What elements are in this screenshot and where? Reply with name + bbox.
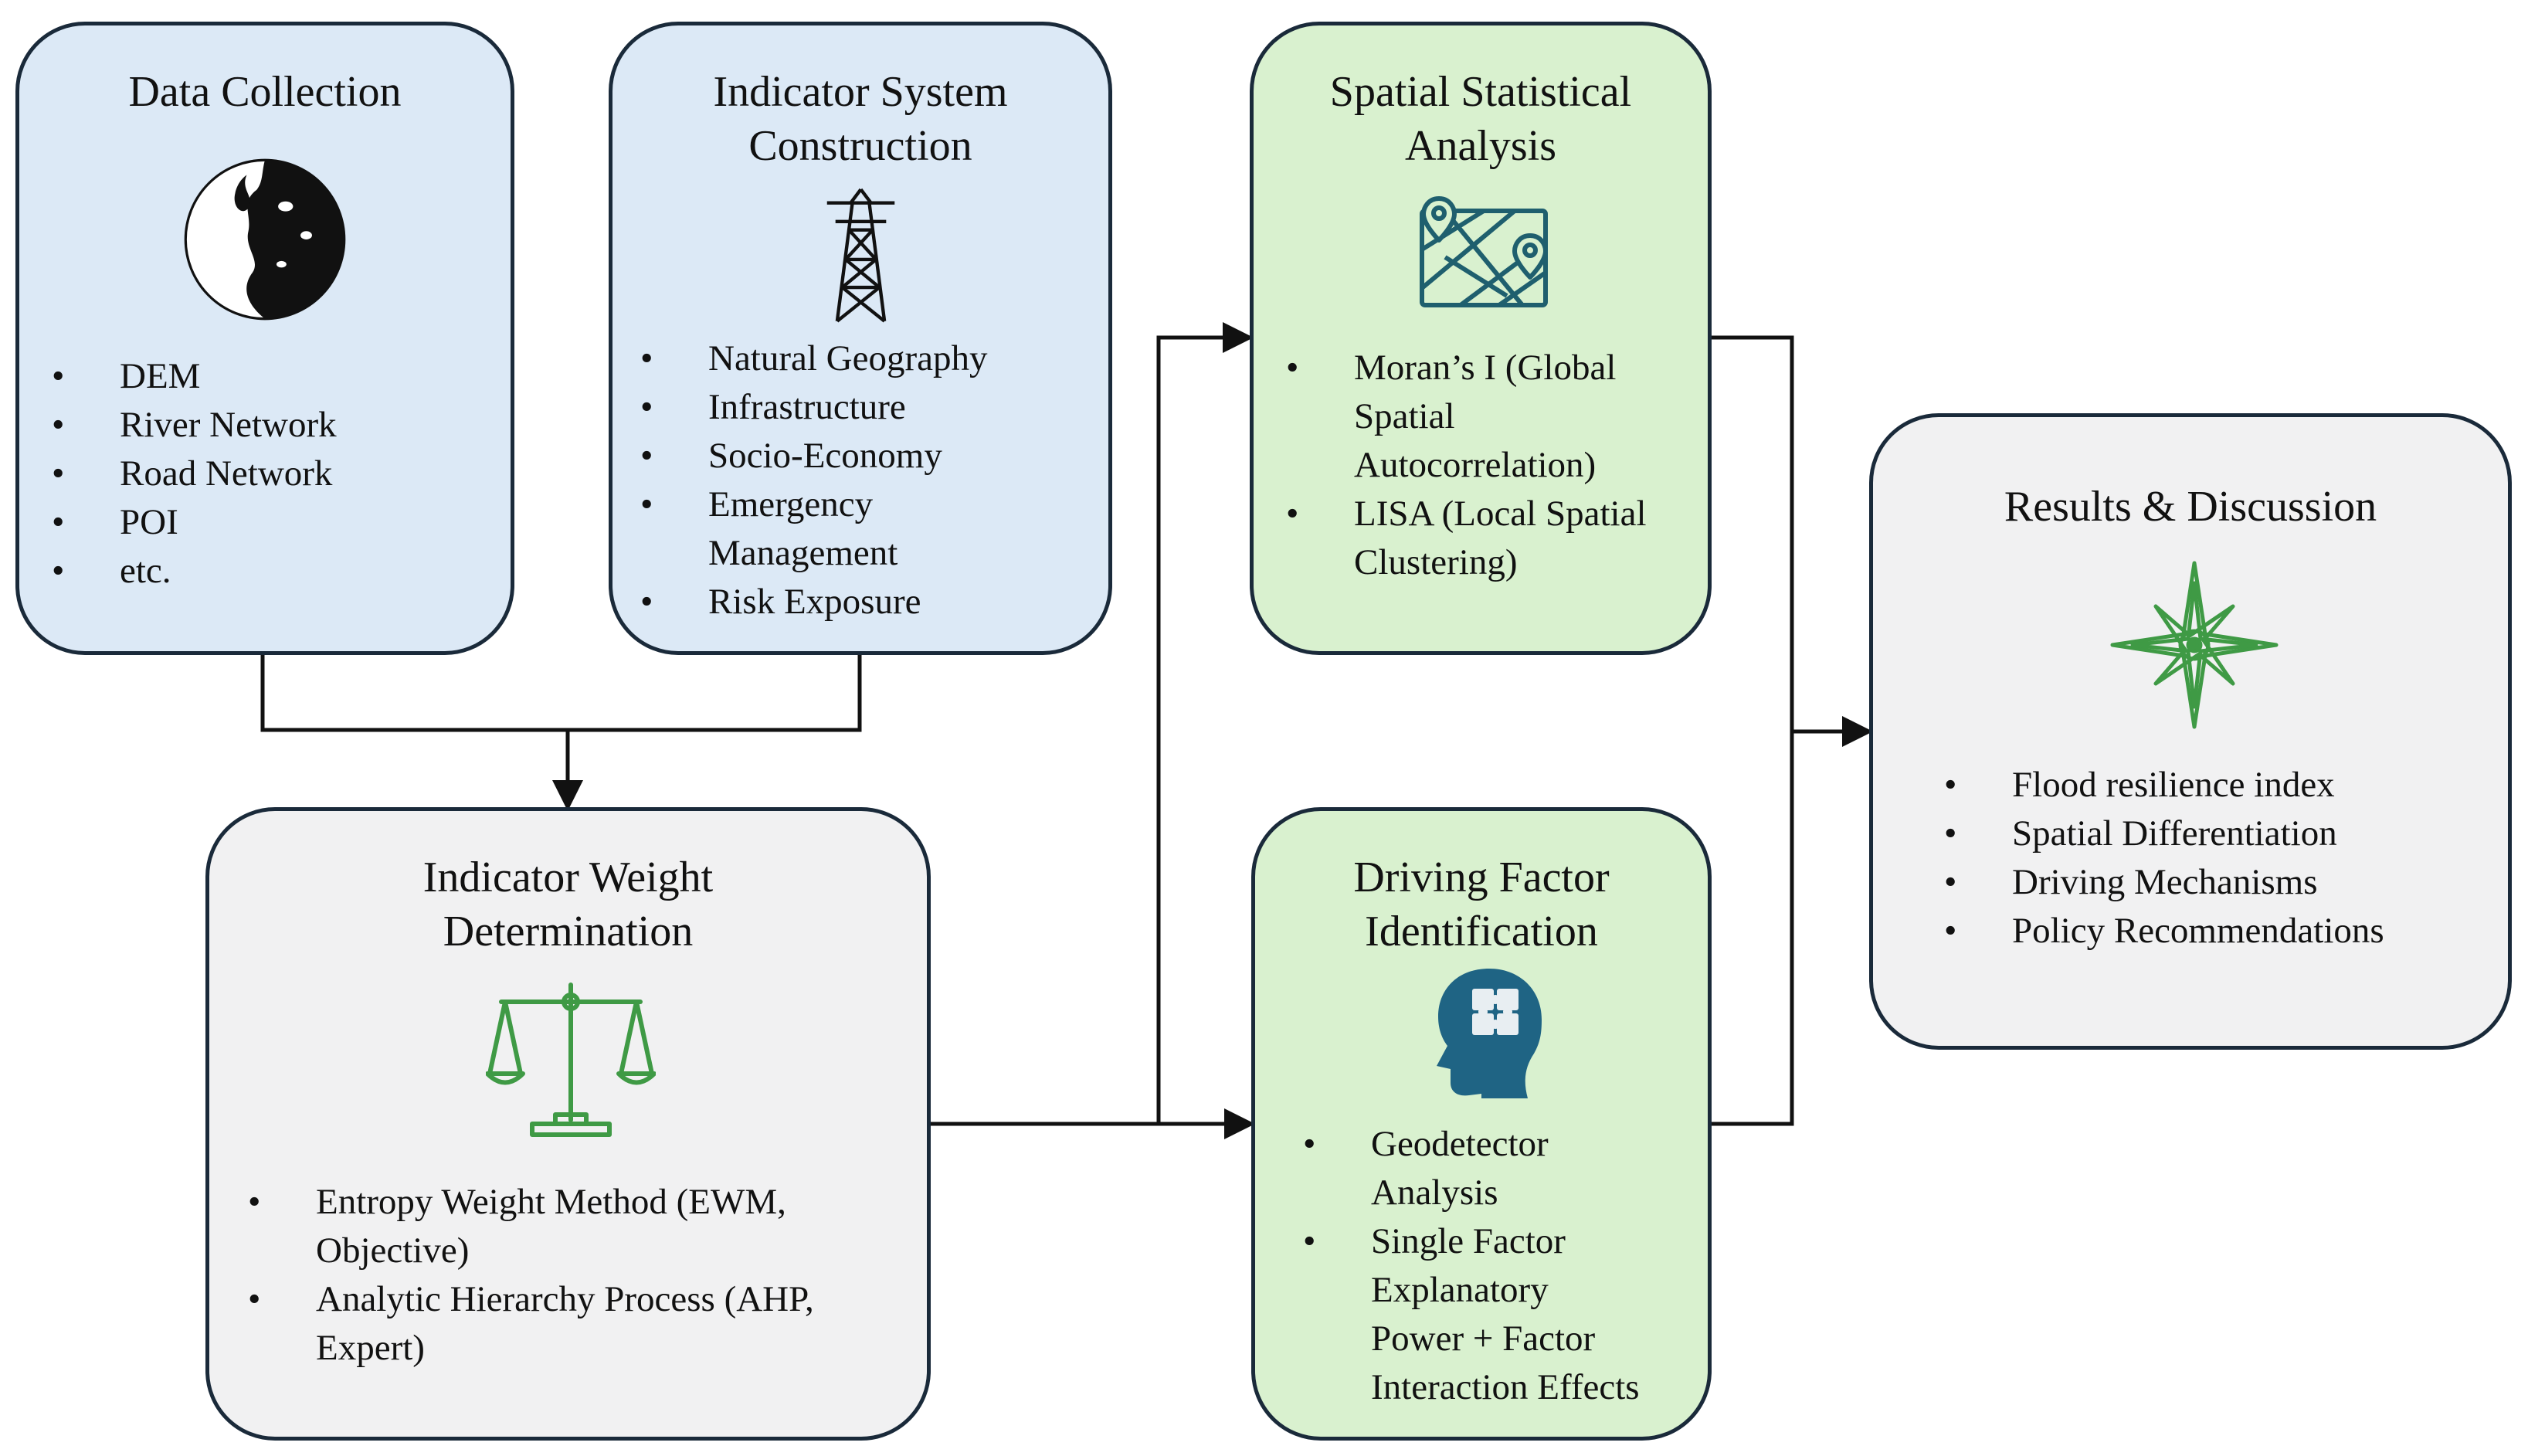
list-item: Socio-Economy	[640, 432, 988, 480]
indicator-system-box: Indicator System Construction	[609, 22, 1112, 655]
indicator-weight-title-line2: Determination	[443, 908, 694, 955]
list-item: Infrastructure	[640, 383, 988, 432]
list-item: Entropy Weight Method (EWM,	[248, 1178, 814, 1227]
list-item-continuation: Management	[708, 533, 898, 573]
balance-scale-icon	[485, 977, 657, 1143]
moon-globe-icon	[182, 157, 348, 326]
connector-driving-to-results	[1712, 731, 1794, 1126]
driving-factor-list: Geodetector Analysis Single Factor Expla…	[1303, 1120, 1640, 1412]
list-item: Risk Exposure	[640, 578, 988, 626]
list-item: etc.	[52, 547, 337, 596]
data-collection-title: Data Collection	[128, 68, 402, 116]
list-item-continuation: Interaction Effects	[1371, 1367, 1640, 1407]
list-item: Spatial Differentiation	[1944, 809, 2384, 858]
list-item: Analytic Hierarchy Process (AHP,	[248, 1275, 814, 1324]
list-item-continuation: Autocorrelation)	[1354, 445, 1597, 485]
driving-factor-title-line2: Identification	[1365, 908, 1598, 955]
results-box: Results & Discussion Flood resilience in…	[1869, 413, 2512, 1050]
compass-star-icon	[2109, 560, 2279, 734]
spatial-statistical-list: Moran’s I (Global Spatial Autocorrelatio…	[1286, 344, 1647, 587]
spatial-statistical-title-line2: Analysis	[1405, 122, 1556, 170]
data-collection-list: DEM River Network Road Network POI etc.	[52, 352, 337, 596]
indicator-weight-title-line1: Indicator Weight	[422, 854, 714, 901]
list-item-continuation: Spatial	[1354, 396, 1455, 436]
spatial-statistical-box: Spatial Statistical Analysis Moran’s I (…	[1250, 22, 1712, 655]
results-list: Flood resilience index Spatial Different…	[1944, 761, 2384, 955]
indicator-system-list: Natural Geography Infrastructure Socio-E…	[640, 334, 988, 626]
transmission-tower-icon	[816, 188, 905, 327]
list-item-continuation: Analysis	[1371, 1173, 1498, 1213]
list-item: Natural Geography	[640, 334, 988, 383]
list-item-continuation: Objective)	[316, 1230, 470, 1271]
list-item: River Network	[52, 401, 337, 450]
map-pins-icon	[1414, 195, 1553, 315]
head-puzzle-icon	[1427, 966, 1543, 1105]
list-item: Moran’s I (Global	[1286, 344, 1647, 392]
indicator-weight-list: Entropy Weight Method (EWM, Objective) A…	[248, 1178, 814, 1373]
indicator-weight-box: Indicator Weight Determination Entropy W…	[205, 807, 931, 1441]
driving-factor-box: Driving Factor Identification Geodetecto…	[1251, 807, 1712, 1441]
list-item-continuation: Explanatory	[1371, 1270, 1549, 1310]
list-item: Driving Mechanisms	[1944, 858, 2384, 907]
list-item: LISA (Local Spatial	[1286, 490, 1647, 538]
indicator-system-title-line1: Indicator System	[713, 68, 1008, 116]
list-item: POI	[52, 498, 337, 547]
list-item: Single Factor	[1303, 1217, 1640, 1266]
list-item: Emergency	[640, 480, 988, 529]
connector-weight-to-spatial	[931, 322, 1254, 1126]
list-item: Road Network	[52, 450, 337, 498]
connector-collection-to-weight	[260, 655, 568, 732]
connector-system-to-weight	[568, 655, 862, 732]
list-item: DEM	[52, 352, 337, 401]
list-item-continuation: Power + Factor	[1371, 1319, 1596, 1359]
driving-factor-title-line1: Driving Factor	[1353, 854, 1610, 901]
list-item: Geodetector	[1303, 1120, 1640, 1169]
data-collection-box: Data Collection DEM River Network Road N…	[15, 22, 514, 655]
results-title: Results & Discussion	[2004, 483, 2377, 531]
connector-spatial-to-results	[1712, 335, 1794, 731]
list-item-continuation: Expert)	[316, 1328, 425, 1368]
list-item: Flood resilience index	[1944, 761, 2384, 809]
list-item-continuation: Clustering)	[1354, 542, 1518, 582]
spatial-statistical-title-line1: Spatial Statistical	[1329, 68, 1632, 116]
list-item: Policy Recommendations	[1944, 907, 2384, 955]
indicator-system-title-line2: Construction	[748, 122, 972, 170]
